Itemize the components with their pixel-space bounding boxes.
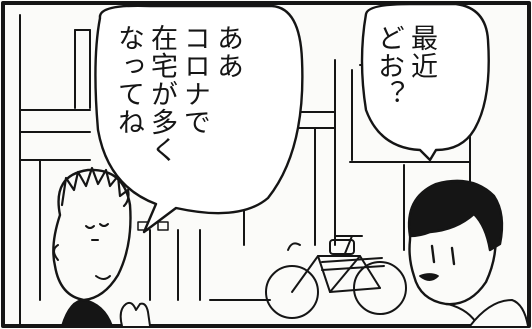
- left-speech-line: コロナで: [179, 24, 210, 136]
- bicycle-illustration: [265, 235, 407, 319]
- right-speech-line: どお？: [373, 24, 404, 108]
- right-speech-bubble: [360, 2, 490, 162]
- background-building: [19, 14, 471, 327]
- left-speech-text: ああ コロナで 在宅が多く なってね: [112, 24, 244, 214]
- right-speech-line: 最近: [406, 24, 437, 80]
- left-speech-line: ああ: [212, 24, 243, 80]
- right-speech-text: 最近 どお？: [372, 24, 438, 144]
- left-speech-line: 在宅が多く: [146, 24, 177, 164]
- left-speech-bubble: [94, 4, 304, 234]
- right-character: [407, 179, 529, 327]
- left-speech-line: なってね: [113, 24, 144, 136]
- left-character: [52, 166, 151, 327]
